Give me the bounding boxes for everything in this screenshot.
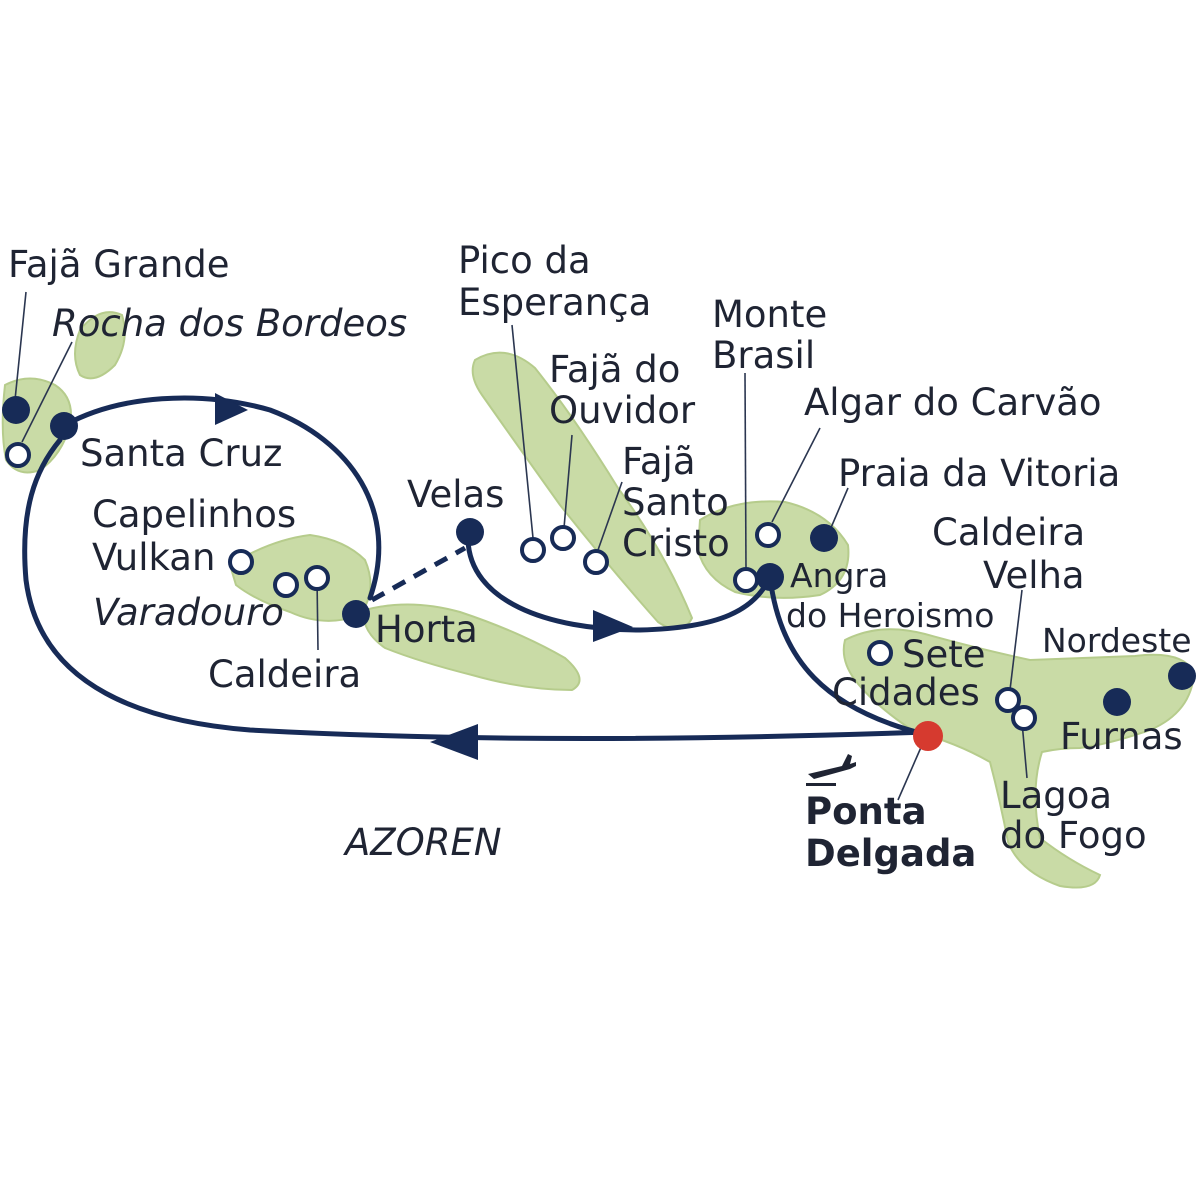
route-horta-to-velas [370, 545, 467, 603]
label-sete-cidades-1: Sete [902, 633, 986, 676]
label-capelinhos-2: Vulkan [92, 536, 215, 579]
label-varadouro: Varadouro [93, 591, 284, 634]
route-angra-to-ponta [767, 574, 931, 738]
routes [22, 393, 931, 760]
stop-lagoa-do-fogo [1011, 705, 1037, 731]
island-faial [228, 533, 372, 622]
label-capelinhos-1: Capelinhos [92, 493, 296, 536]
leader-faja-grande [14, 291, 27, 401]
stop-praia-da-vitoria [810, 524, 838, 552]
label-santo-cristo-3: Cristo [622, 522, 730, 565]
label-santo-cristo-1: Fajã [622, 440, 696, 483]
stop-angra [756, 563, 784, 591]
label-caldeira-velha-2: Velha [983, 554, 1085, 597]
label-lagoa-2: do Fogo [1000, 814, 1147, 857]
leader-santo-cristo [597, 481, 623, 551]
leader-ouvidor [563, 434, 573, 529]
stop-ponta-delgada [913, 721, 943, 751]
label-pico-1: Pico da [458, 239, 591, 282]
stop-velas [456, 518, 484, 546]
label-pico-2: Esperança [458, 281, 651, 324]
stop-algar-do-carvao [755, 522, 781, 548]
leader-algar [771, 427, 821, 523]
label-ouvidor-2: Ouvidor [549, 389, 696, 432]
label-caldeira-velha-1: Caldeira [932, 511, 1085, 554]
label-faja-grande: Fajã Grande [8, 243, 230, 286]
stop-furnas [1103, 688, 1131, 716]
label-praia: Praia da Vitoria [838, 452, 1120, 495]
label-santo-cristo-2: Santo [622, 481, 729, 524]
label-region: AZOREN [343, 821, 502, 864]
route-santa-cruz-to-horta [62, 395, 382, 601]
label-velas: Velas [407, 473, 504, 516]
label-santa-cruz: Santa Cruz [80, 432, 282, 475]
leader-lines [14, 291, 1028, 801]
leader-rocha [21, 341, 73, 443]
stop-faja-grande [2, 396, 30, 424]
label-ponta-2: Delgada [805, 832, 976, 875]
label-angra-2: do Heroismo [786, 596, 994, 635]
route-ponta-to-flores [22, 437, 931, 741]
stop-santa-cruz [50, 412, 78, 440]
arrow-west [430, 724, 478, 760]
stop-horta [342, 600, 370, 628]
label-monte-brasil-2: Brasil [712, 334, 815, 377]
leader-pico [511, 324, 534, 539]
label-angra-1: Angra [790, 556, 888, 595]
leader-ponta [897, 744, 923, 801]
stop-caldeira-velha [995, 687, 1021, 713]
stop-faja-santo-cristo [583, 549, 609, 575]
island-pico [363, 603, 581, 692]
label-sete-cidades-2: Cidades [832, 671, 980, 714]
label-rocha-dos-bordeos: Rocha dos Bordeos [52, 302, 407, 345]
arrow-east-south [593, 610, 633, 642]
stop-pico-da-esperanca [520, 537, 546, 563]
stop-nordeste [1168, 662, 1196, 690]
labels: Fajã Grande Rocha dos Bordeos Santa Cruz… [8, 239, 1192, 875]
label-ouvidor-1: Fajã do [549, 348, 680, 391]
leader-caldeira-velha [1009, 589, 1023, 691]
label-monte-brasil-1: Monte [712, 293, 827, 336]
stop-faja-do-ouvidor [550, 525, 576, 551]
route-velas-to-angra [465, 537, 773, 633]
label-algar: Algar do Carvão [804, 381, 1102, 424]
leader-praia [829, 487, 849, 531]
leader-monte-brasil [744, 372, 747, 571]
stop-capelinhos [228, 549, 254, 575]
label-nordeste: Nordeste [1042, 621, 1192, 660]
stops [2, 396, 1196, 751]
leader-lagoa [1021, 721, 1028, 779]
airplane-icon [806, 754, 856, 786]
label-horta: Horta [375, 608, 478, 651]
label-lagoa-1: Lagoa [1000, 774, 1112, 817]
stop-monte-brasil [733, 567, 759, 593]
label-furnas: Furnas [1060, 715, 1183, 758]
arrow-east-north [215, 393, 248, 425]
stop-sete-cidades [867, 640, 893, 666]
island-corvo [74, 311, 126, 380]
stop-rocha-dos-bordeos [5, 442, 31, 468]
label-ponta-1: Ponta [805, 790, 927, 833]
label-caldeira: Caldeira [208, 653, 361, 696]
stop-varadouro [273, 572, 299, 598]
stop-caldeira [304, 565, 330, 591]
